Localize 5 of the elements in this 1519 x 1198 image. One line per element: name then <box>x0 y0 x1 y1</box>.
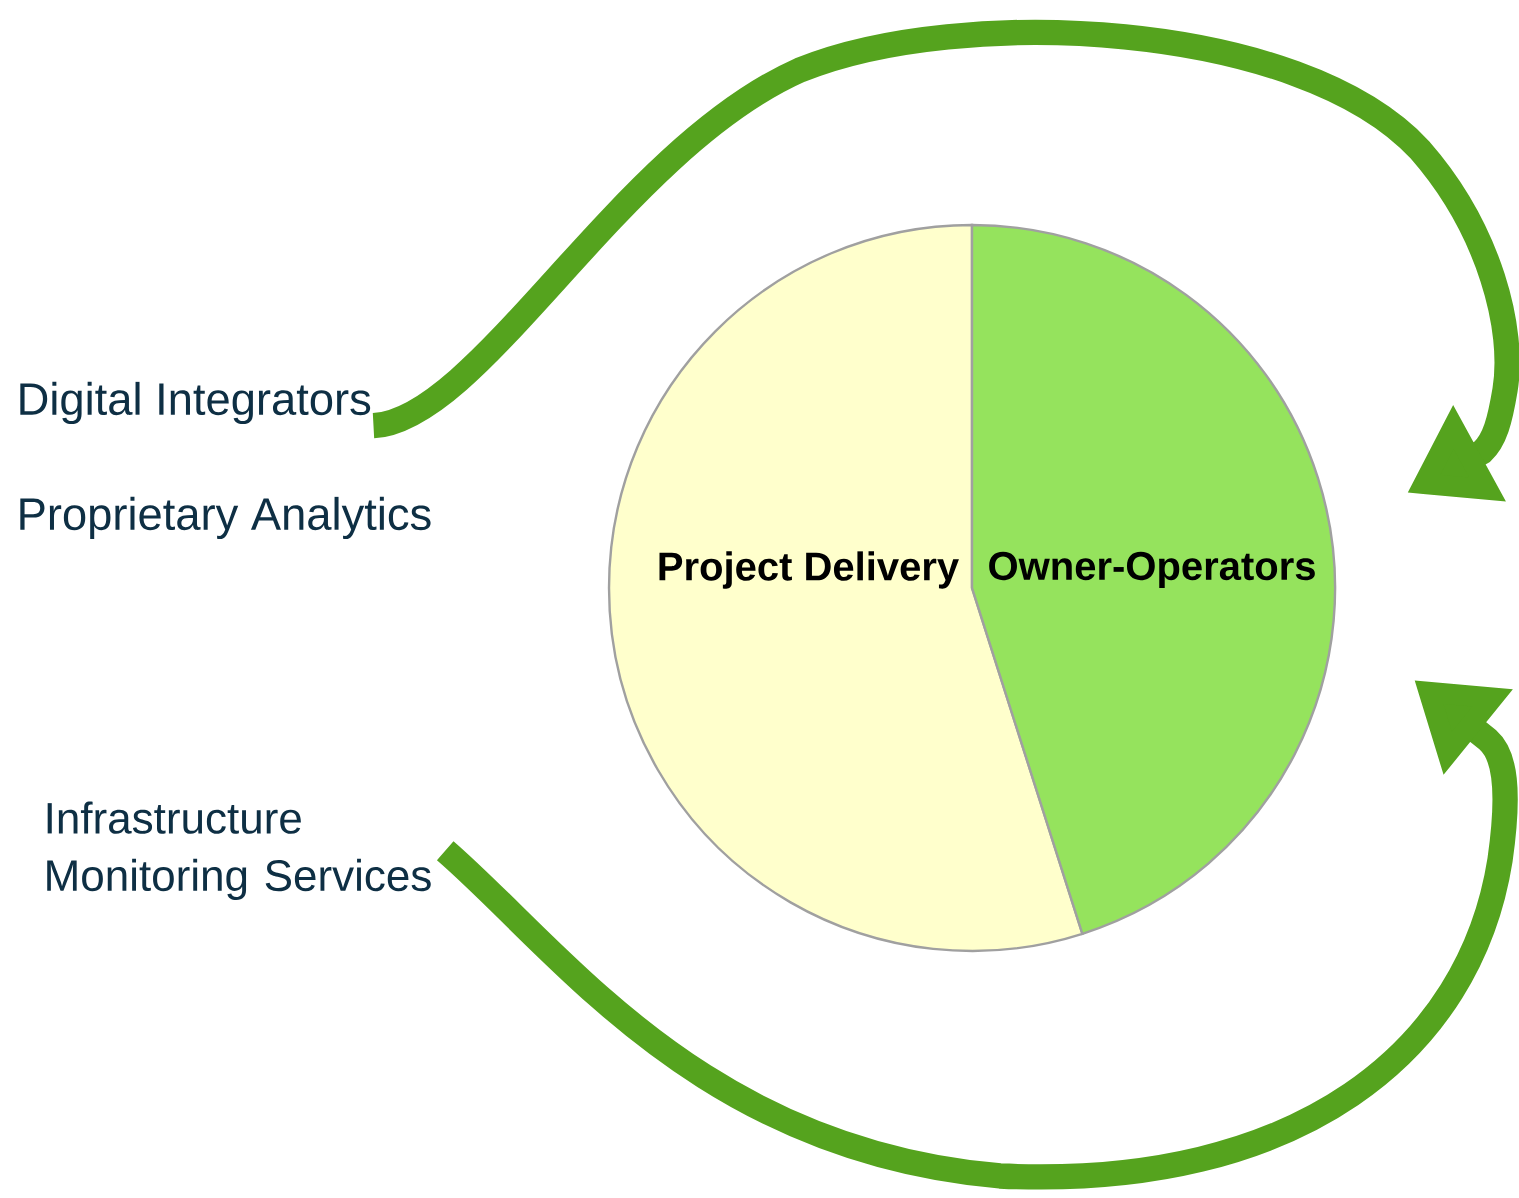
label-text: Digital Integrators <box>20 381 371 425</box>
curved-arrow <box>370 20 1519 502</box>
label-text: Infrastructure Monitoring Services <box>47 801 431 900</box>
pie-slice: Owner-Operators <box>970 223 1336 935</box>
label-text: Proprietary Analytics <box>20 496 431 540</box>
